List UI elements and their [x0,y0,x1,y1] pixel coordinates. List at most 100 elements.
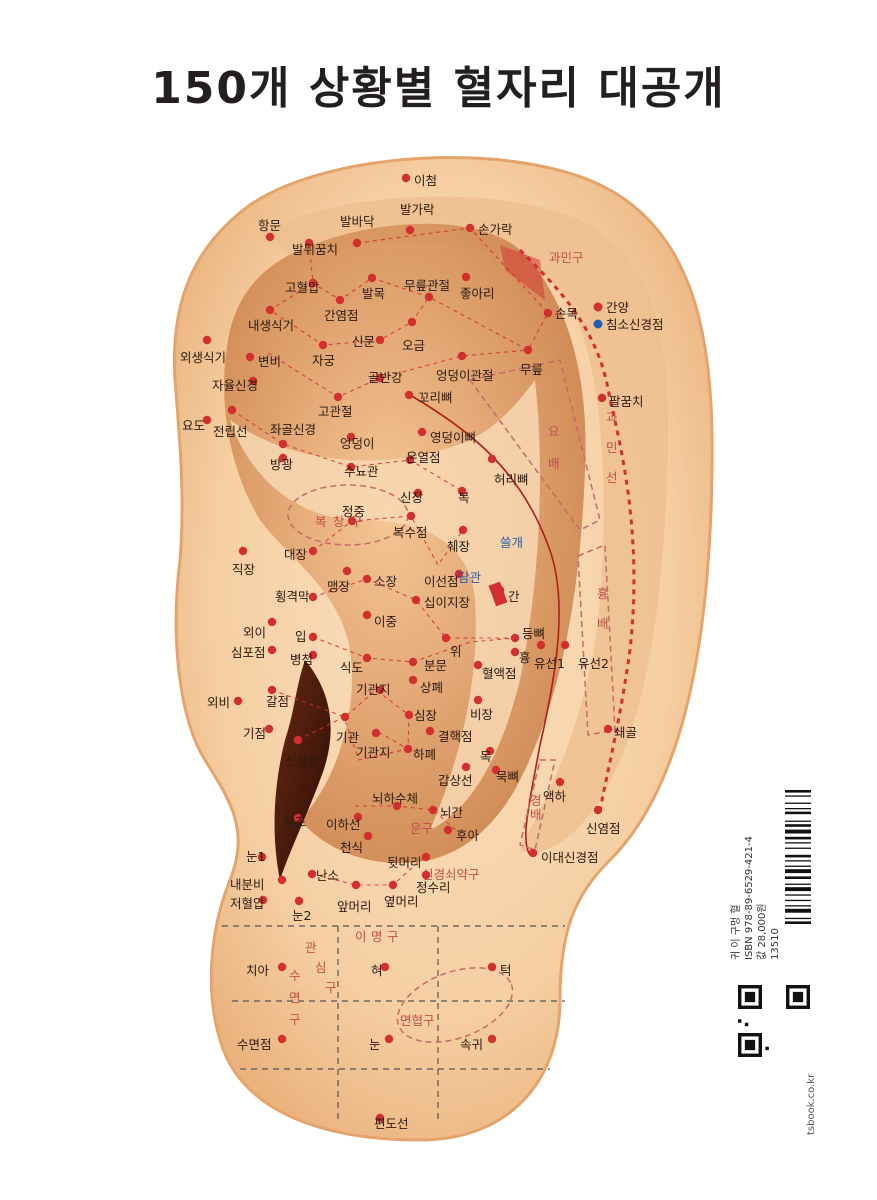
acupoint: 이선점 [424,569,464,589]
site-url-text: tsbook.co.kr [806,1073,817,1135]
acupoint: 꼬리뼈 [404,390,453,405]
acupoint: 저혈압 [230,895,268,911]
acupoint-label: 방광 [270,457,294,472]
acupoint-label: 자궁 [312,353,335,368]
acupoint: 식도 [340,653,372,675]
acupoint-dot [384,1034,394,1044]
acupoint-label: 묵뼈 [496,769,519,784]
barcode-bar [785,829,811,834]
book-category: 귀 이 구멍 혈 [731,904,742,960]
acupoint-label: 저혈압 [230,896,265,911]
acupoint-dot [457,351,467,361]
acupoint: 오금 [402,317,425,353]
acupoint-dot [248,376,258,386]
acupoint-label: 수뇨관 [344,464,379,479]
acupoint-dot [304,238,314,248]
acupoint: 천식 [340,831,373,855]
acupoint: 정수리 [416,870,451,895]
acupoint-dot [421,852,431,862]
acupoint: 손목 [543,306,578,321]
acupoint-dot [362,610,372,620]
acupoint: 분문 [408,657,447,673]
acupoint-label: 복 [458,490,470,505]
acupoint: 앞머리 [337,880,372,914]
acupoint: 신경쇠약구 [422,867,480,882]
acupoint-label: 정중 [342,504,365,519]
ear-canal [274,660,331,880]
acupoint: 고혈압 [285,278,320,295]
acupoint: 눈 [369,1034,394,1052]
acupoint: 소장 [362,574,398,589]
acupoint-label: 영덩이뼈 [430,430,476,445]
acupoint-label: 요도 [182,418,205,433]
acupoint-label: 유선2 [578,656,609,671]
acupoint: 내분비 [230,875,287,892]
scapha [270,196,669,853]
acupoint-label: 목 [480,749,492,764]
acupoint-dot [277,962,287,972]
book-isbn: ISBN 978-89-6529-421-4 [744,836,755,960]
acupoint: 쇄골 [603,724,637,740]
acupoint: 허리뼈 [487,454,529,487]
acupoint: 엉덩이 [340,432,375,451]
barcode-bar [785,854,811,858]
acupoint-label: 앞머리 [337,899,372,914]
acupoint-label: 신염점 [586,821,621,836]
acupoint: 수뇨관 [344,462,379,479]
site-url[interactable]: tsbook.co.kr [792,1074,817,1135]
acupoint-dot [491,765,501,775]
acupoint: 항문 [258,218,281,242]
qr-code[interactable] [738,985,810,1057]
acupoint-dot [308,592,318,602]
acupoint: 자율신경 [212,376,258,393]
acupoint: 내생식기 [248,305,294,333]
acupoint-dot [293,735,303,745]
acupoint-label: 꼬리뼈 [418,390,453,405]
acupoint: 직장 [232,546,256,577]
acupoint: 유선1 [534,640,565,671]
zone-label: 면협구 [400,1013,435,1028]
acupoint: 대장 [284,546,318,562]
acupoint-dot [487,454,497,464]
acupoint-dot [245,352,255,362]
acupoint-label: 이선점 [424,574,459,589]
acupoint-label: 치아 [246,963,270,978]
acupoint-label: 신문 [352,334,375,349]
acupoint-dot [528,848,538,858]
acupoint-dot [308,278,318,288]
barcode-bar [785,847,811,849]
barcode-bar [785,876,811,879]
acupoint: 뇌하수체 [372,791,418,811]
acupoint-label: 무릎관절 [404,278,450,293]
acupoint: 턱 [487,962,512,978]
acupoint-label: 고관절 [318,404,353,419]
acupoint-dot [258,895,268,905]
qr-module [738,1019,742,1023]
acupoint-dot [265,232,275,242]
acupoint-dot [380,962,390,972]
acupoint-dot [407,317,417,327]
acupoint: 눈1 [246,849,267,864]
acupoint-dot [375,335,385,345]
acupoint-dot [406,511,416,521]
acupoint-label: 발바닥 [340,214,375,229]
barcode-bar [785,917,811,920]
acupoint-dot [308,632,318,642]
acupoint-dot [318,340,328,350]
acupoint-dot [408,675,418,685]
acupoint-dot [555,777,565,787]
book-code: 13510 [770,928,781,960]
acupoint: 발뒤꿈치 [292,238,338,257]
acupoint-label: 온열점 [406,450,441,465]
acupoint-label: 손목 [555,306,578,321]
acupoint: 신상선 [285,735,320,768]
acupoint-dot [404,390,414,400]
acupoint: 기점 [243,724,274,741]
acupoint: 비장 [470,695,494,722]
barcode-bar [785,899,811,902]
acupoint-label: 대장 [284,547,308,562]
acupoint-dot [362,653,372,663]
acupoint-label: 뒷머리 [387,855,422,870]
